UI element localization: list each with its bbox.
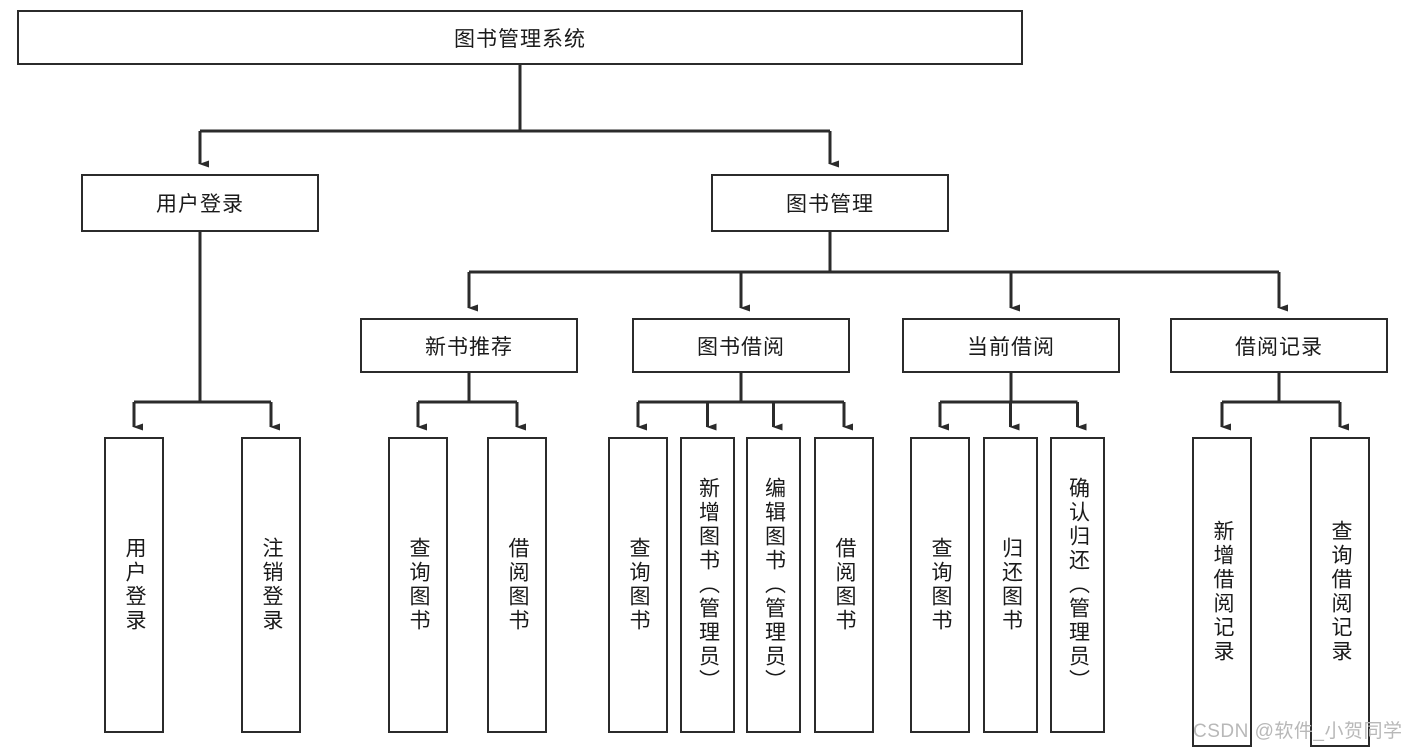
node-user-login[interactable]: 用户登录 — [81, 174, 319, 232]
leaf-label: 查询图书 — [929, 537, 953, 633]
node-borrow-record[interactable]: 借阅记录 — [1170, 318, 1388, 373]
node-leaf-return-book[interactable]: 归还图书 — [983, 437, 1038, 733]
leaf-label: 新增借阅记录 — [1211, 520, 1235, 664]
node-leaf-query-book-recommend[interactable]: 查询图书 — [388, 437, 448, 733]
leaf-label: 新增图书（管理员） — [696, 477, 720, 693]
leaf-label: 查询图书 — [627, 537, 651, 633]
node-leaf-borrow-book[interactable]: 借阅图书 — [814, 437, 874, 733]
node-root-system[interactable]: 图书管理系统 — [17, 10, 1023, 65]
leaf-label: 借阅图书 — [833, 537, 857, 633]
node-leaf-user-logout[interactable]: 注销登录 — [241, 437, 301, 733]
node-leaf-borrow-book-recommend[interactable]: 借阅图书 — [487, 437, 547, 733]
leaf-label: 查询图书 — [407, 537, 431, 633]
node-leaf-user-login[interactable]: 用户登录 — [104, 437, 164, 733]
node-leaf-query-borrow-record[interactable]: 查询借阅记录 — [1310, 437, 1370, 747]
node-leaf-add-borrow-record[interactable]: 新增借阅记录 — [1192, 437, 1252, 747]
node-leaf-add-book[interactable]: 新增图书（管理员） — [680, 437, 735, 733]
watermark-credit: CSDN @软件_小贺同学 — [1193, 721, 1403, 742]
leaf-label: 用户登录 — [123, 537, 147, 633]
node-new-book-recommend[interactable]: 新书推荐 — [360, 318, 578, 373]
leaf-label: 确认归还（管理员） — [1066, 477, 1090, 693]
node-leaf-query-book-borrow[interactable]: 查询图书 — [608, 437, 668, 733]
leaf-label: 归还图书 — [999, 537, 1023, 633]
node-leaf-confirm-return[interactable]: 确认归还（管理员） — [1050, 437, 1105, 733]
node-current-borrow[interactable]: 当前借阅 — [902, 318, 1120, 373]
node-leaf-query-book-current[interactable]: 查询图书 — [910, 437, 970, 733]
node-book-borrow[interactable]: 图书借阅 — [632, 318, 850, 373]
node-leaf-edit-book[interactable]: 编辑图书（管理员） — [746, 437, 801, 733]
node-book-management[interactable]: 图书管理 — [711, 174, 949, 232]
leaf-label: 查询借阅记录 — [1329, 520, 1353, 664]
leaf-label: 注销登录 — [260, 537, 284, 633]
leaf-label: 借阅图书 — [506, 537, 530, 633]
leaf-label: 编辑图书（管理员） — [762, 477, 786, 693]
